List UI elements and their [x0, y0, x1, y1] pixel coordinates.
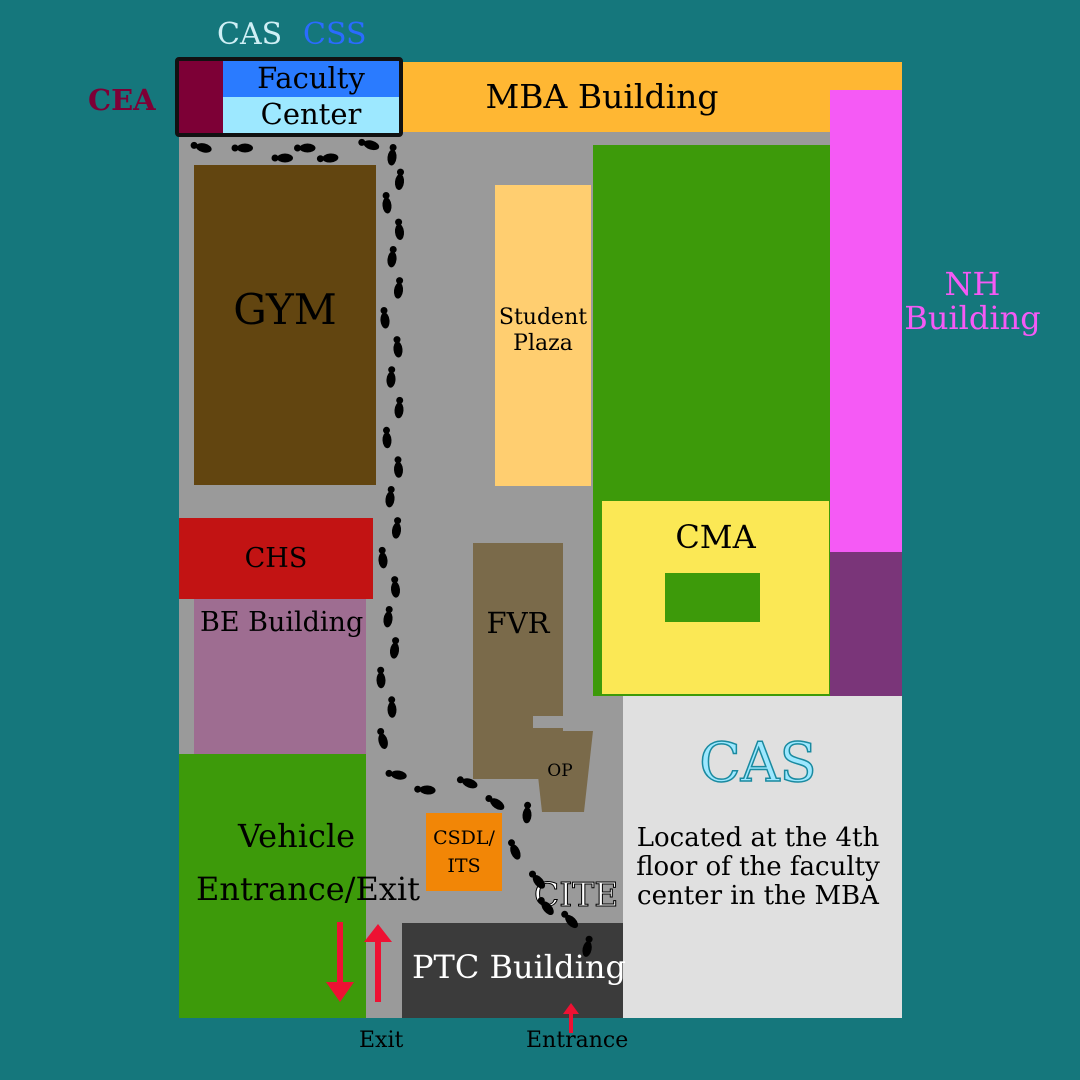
- nh-building[interactable]: [830, 90, 902, 552]
- nh-building-annex: [830, 552, 902, 696]
- vehicle-area[interactable]: [179, 754, 366, 1018]
- cma-inner-green: [665, 573, 760, 622]
- center-label: Center: [260, 97, 362, 132]
- faculty-label: Faculty: [257, 61, 365, 96]
- faculty-label-block: Faculty: [223, 61, 399, 97]
- op-label: OP: [547, 761, 572, 781]
- student-plaza-line2: Plaza: [513, 330, 573, 356]
- cas-big-label: CAS: [699, 731, 818, 794]
- ptc-building[interactable]: PTC Building: [402, 923, 626, 1018]
- be-building[interactable]: BE Building: [194, 599, 366, 754]
- csdl-label-line1: CSDL/: [433, 826, 495, 849]
- cma-label: CMA: [675, 518, 756, 556]
- entrance-label: Entrance: [526, 1028, 629, 1053]
- cas-top-label: CAS: [217, 17, 283, 52]
- ptc-building-label: PTC Building: [412, 948, 626, 986]
- cite-label: CITE: [533, 875, 619, 914]
- cma[interactable]: CMA: [602, 501, 829, 694]
- faculty-center[interactable]: Faculty Center: [175, 57, 403, 137]
- chs[interactable]: CHS: [179, 518, 373, 599]
- vehicle-label-line2: Entrance/Exit: [196, 870, 420, 908]
- cas-note-line1: Located at the 4th: [636, 823, 880, 853]
- center-label-block: Center: [223, 97, 399, 133]
- student-plaza-line1: Student: [498, 305, 588, 331]
- chs-label: CHS: [244, 542, 308, 574]
- csdl-its[interactable]: CSDL/ ITS: [426, 813, 502, 891]
- nh-label-line2: Building: [904, 298, 1041, 337]
- cea-block: [179, 61, 223, 133]
- student-plaza[interactable]: Student Plaza: [495, 185, 591, 486]
- exit-label: Exit: [359, 1028, 404, 1053]
- mba-building[interactable]: MBA Building: [402, 62, 902, 132]
- gym[interactable]: GYM: [194, 165, 376, 485]
- cas-building[interactable]: CAS Located at the 4th floor of the facu…: [623, 696, 902, 1018]
- entrance-small-arrow-icon: [563, 1003, 579, 1033]
- cas-note-line2: floor of the faculty: [636, 852, 880, 883]
- fvr-label: FVR: [486, 606, 550, 640]
- nh-label-line1: NH: [944, 265, 1001, 303]
- be-building-label: BE Building: [200, 607, 364, 638]
- css-top-label: CSS: [303, 17, 367, 52]
- op-building[interactable]: OP: [530, 728, 596, 814]
- csdl-label-line2: ITS: [447, 855, 481, 877]
- nh-building-label: NH Building: [904, 265, 1041, 337]
- gym-label: GYM: [233, 284, 337, 334]
- exit-arrow-down-icon: [326, 922, 354, 1002]
- mba-building-label: MBA Building: [485, 77, 719, 117]
- vehicle-label-line1: Vehicle: [238, 817, 356, 855]
- cas-note-line3: center in the MBA: [637, 881, 879, 912]
- cas-note: Located at the 4th floor of the faculty …: [623, 823, 893, 912]
- cea-label: CEA: [88, 83, 156, 117]
- entrance-arrow-up-icon: [364, 924, 392, 1002]
- fvr-notch: [533, 716, 563, 728]
